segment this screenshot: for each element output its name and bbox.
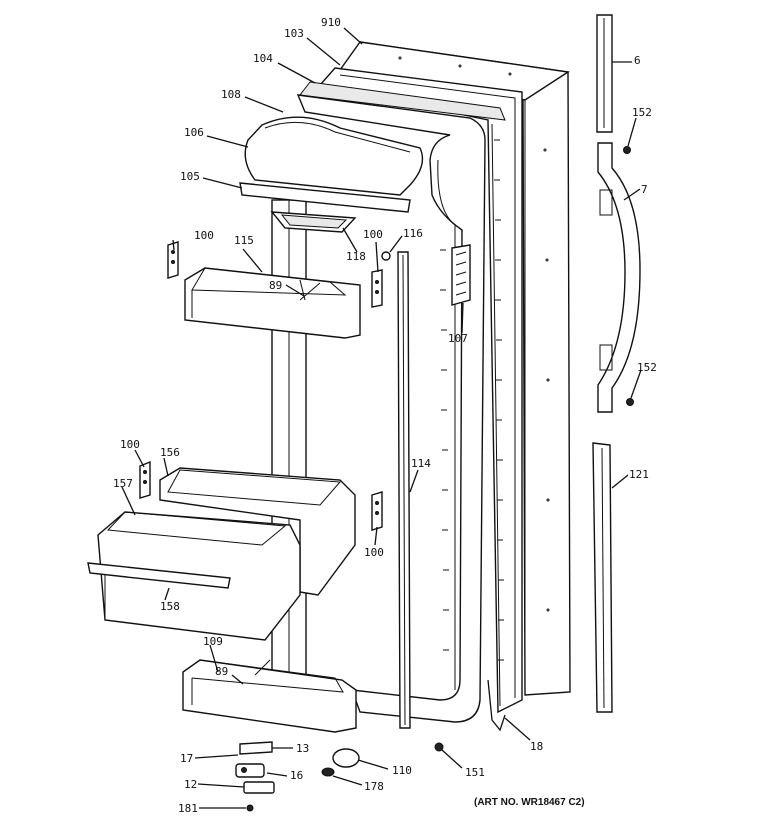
- label-156: 156: [160, 446, 180, 459]
- label-152-a: 152: [632, 106, 652, 119]
- part-116: [381, 251, 391, 261]
- door-shelf-115: [184, 267, 361, 339]
- screw-152-bottom: [626, 398, 634, 406]
- part-178: [321, 767, 335, 777]
- dairy-compartment: [239, 116, 424, 213]
- screw-181: [246, 804, 254, 812]
- label-152-b: 152: [637, 361, 657, 374]
- part-107: [451, 244, 471, 306]
- label-12: 12: [184, 778, 197, 791]
- label-7: 7: [641, 183, 648, 196]
- label-157: 157: [113, 477, 133, 490]
- shelf-bracket-100-d: [371, 491, 383, 531]
- door-bin-156: [159, 467, 356, 596]
- label-18: 18: [530, 740, 543, 753]
- shelf-bracket-100-c: [139, 460, 151, 499]
- dairy-door-part-118: [270, 211, 357, 233]
- hinge-part-12: [243, 781, 275, 794]
- screw-151: [434, 742, 444, 752]
- leader-lines: [121, 27, 642, 809]
- label-6: 6: [634, 54, 641, 67]
- label-17: 17: [180, 752, 193, 765]
- label-121: 121: [629, 468, 649, 481]
- label-110: 110: [392, 764, 412, 777]
- label-158: 158: [160, 600, 180, 613]
- shelf-bracket-100-b: [371, 269, 383, 308]
- label-100-c: 100: [120, 438, 140, 451]
- label-181: 181: [178, 802, 198, 815]
- label-106: 106: [184, 126, 204, 139]
- label-89-a: 89: [269, 279, 282, 292]
- label-151: 151: [465, 766, 485, 779]
- label-178: 178: [364, 780, 384, 793]
- label-115: 115: [234, 234, 254, 247]
- label-100-b: 100: [363, 228, 383, 241]
- label-108: 108: [221, 88, 241, 101]
- label-114: 114: [411, 457, 431, 470]
- label-104: 104: [253, 52, 273, 65]
- door-outer-panel: [338, 41, 571, 696]
- hinge-part-13: [239, 741, 273, 755]
- label-100-d: 100: [364, 546, 384, 559]
- label-910: 910: [321, 16, 341, 29]
- screw-152-top: [623, 146, 631, 154]
- label-105: 105: [180, 170, 200, 183]
- hinge-part-16: [235, 763, 265, 778]
- label-13: 13: [296, 742, 309, 755]
- label-89-b: 89: [215, 665, 228, 678]
- door-gasket: [299, 67, 523, 732]
- label-100-a: 100: [194, 229, 214, 242]
- art-number: (ART NO. WR18467 C2): [474, 797, 585, 808]
- label-107: 107: [448, 332, 468, 345]
- handle-cap-121: [592, 442, 613, 713]
- handle-7: [597, 142, 641, 413]
- shelf-bracket-100-a: [167, 241, 179, 279]
- handle-cap-6: [596, 14, 613, 133]
- label-116: 116: [403, 227, 423, 240]
- inner-door-liner: [296, 94, 486, 723]
- part-110: [332, 748, 360, 768]
- door-shelf-109: [182, 659, 357, 733]
- label-109: 109: [203, 635, 223, 648]
- door-bin-157: [87, 511, 301, 641]
- door-trim-strip: [397, 251, 411, 729]
- part-labels: 910 103 104 108 106 105 118 100 115 100 …: [113, 16, 657, 815]
- label-118: 118: [346, 250, 366, 263]
- label-103: 103: [284, 27, 304, 40]
- label-16: 16: [290, 769, 303, 782]
